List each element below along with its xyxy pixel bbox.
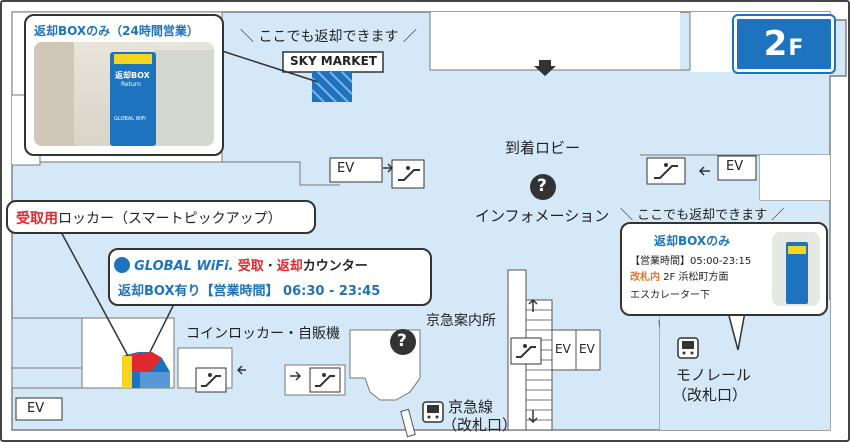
counter-label: カウンター [302,259,368,274]
info-mark-1: ? [537,176,547,196]
escalator-icon-2 [646,157,686,185]
right-callout-location: エスカレーター下 [630,290,710,301]
wifi-logo-icon [114,256,130,273]
escalator-icon-4 [195,367,227,393]
box-sign-en: Return [121,81,141,88]
ev-label-5: EV [579,342,595,356]
right-callout-gate-orange: 改札内 [630,272,660,283]
right-callout-gate: 改札内 2F 浜松町方面 [630,268,728,283]
info-mark-2: ? [397,331,407,351]
box-logo-text: GLOBAL WiFi [114,116,146,122]
ev-label-1: EV [337,161,355,176]
information-label: インフォメーション [475,207,610,225]
elevator-box-2 [717,155,757,181]
escalator-icon-3 [510,337,542,365]
monorail-train-icon [677,337,699,359]
right-callout-title-text: 返却BOXのみ [654,234,731,248]
keikyu-train-icon [422,401,444,423]
callout-pickup-locker: 受取用ロッカー（スマートピックアップ） [6,200,316,234]
callout-return-box-title-text: 返却BOXのみ（24時間営業） [34,24,199,38]
keikyu-line-label: 京急線 [448,398,494,416]
return-box-photo: 返却BOX Return GLOBAL WiFi [34,42,214,146]
return-box-kiosk: 返却BOX Return GLOBAL WiFi [110,52,156,146]
information-icon-2 [390,329,416,355]
right-callout-title: 返却BOXのみ [654,232,730,249]
pickup-locker-title-red: 受取用 [16,211,58,227]
counter-dot: ・ [263,259,277,274]
ev-label-3: EV [27,401,45,416]
keikyu-info-label: 京急案内所 [426,313,496,329]
return-here-label-right: ＼ ここでも返却できます ／ [620,208,785,223]
escalator-icon-5 [309,367,341,393]
callout-counter: GLOBAL WiFi. 受取・返却カウンター 返却BOX有り【営業時間】 06… [108,248,432,306]
coin-locker-label: コインロッカー・自販機 [186,326,340,342]
monorail-box-photo [772,232,820,306]
sky-market-label: SKY MARKET [290,54,377,68]
ev-label-2: EV [726,159,744,174]
monorail-gate-label: （改札口） [672,386,748,404]
information-icon-1 [530,174,556,200]
counter-line1: GLOBAL WiFi. 受取・返却カウンター [114,255,368,275]
arrival-lobby-label: 到着ロビー [505,139,581,157]
escalator-icon-1 [391,159,425,189]
ev-label-4: EV [555,342,571,356]
monorail-label: モノレール [676,366,752,384]
counter-return: 返却 [276,259,303,274]
floor-suffix: F [788,35,805,61]
counter-line2: 返却BOX有り【営業時間】 06:30 - 23:45 [118,284,381,299]
return-here-label-top: ＼ ここでも返却できます ／ [240,29,417,45]
floor-number: 2 [763,24,789,64]
counter-receive: 受取 [237,259,264,274]
elevator-box-3 [15,397,63,421]
callout-return-box-title: 返却BOXのみ（24時間営業） [34,22,199,39]
box-sign-ja: 返却BOX [115,71,150,80]
callout-return-box-monorail: 返却BOXのみ 【営業時間】05:00-23:15 改札内 2F 浜松町方面 エ… [620,222,828,316]
pickup-locker[interactable] [122,352,170,388]
pickup-locker-title: 受取用ロッカー（スマートピックアップ） [16,208,282,228]
pickup-locker-title-rest: ロッカー（スマートピックアップ） [58,211,282,227]
callout-return-box-24h: 返却BOXのみ（24時間営業） 返却BOX Return GLOBAL WiFi [24,14,224,156]
elevator-box-1 [329,157,383,183]
right-callout-gate-rest: 2F 浜松町方面 [660,272,729,283]
counter-logo-text: GLOBAL WiFi. [134,259,234,274]
down-arrow-icon [534,60,556,76]
keikyu-gate-label: （改札口） [442,416,518,434]
right-callout-hours: 【営業時間】05:00-23:15 [630,256,752,267]
